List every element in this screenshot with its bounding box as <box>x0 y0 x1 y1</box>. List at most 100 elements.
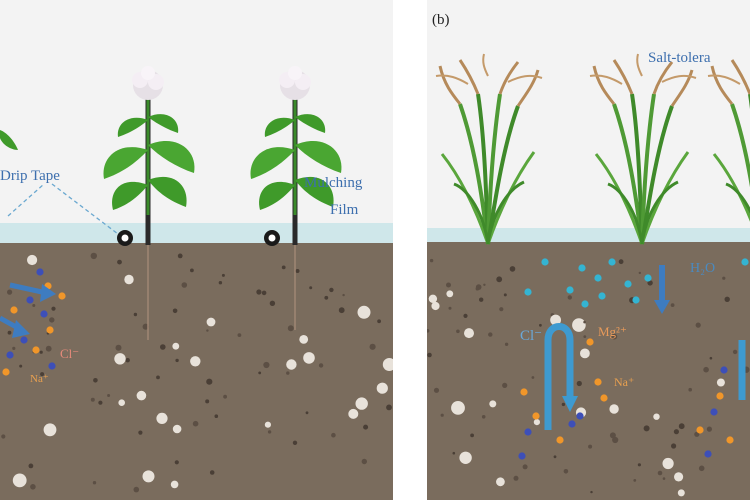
soil-particle <box>309 286 313 290</box>
soil-particle <box>647 280 653 286</box>
mulching-film-layer <box>0 223 393 245</box>
soil-particle <box>695 322 701 328</box>
soil-particle <box>363 424 369 430</box>
soil-particle <box>513 475 519 481</box>
ion-label-na: Na⁺ <box>614 375 634 389</box>
soil-particle <box>703 366 709 373</box>
ion-dot <box>568 420 576 428</box>
soil-particle <box>688 387 692 392</box>
ion-dot <box>520 388 528 396</box>
soil-particle <box>331 432 336 438</box>
soil-particle <box>92 481 97 485</box>
soil-pebble <box>172 342 180 350</box>
soil-pebble <box>653 413 660 420</box>
soil-particle <box>269 300 276 306</box>
ion-dot <box>716 392 724 400</box>
soil-particle <box>567 295 572 300</box>
soil-particle <box>386 404 392 411</box>
soil-particle <box>324 295 329 300</box>
soil-particle <box>93 378 98 383</box>
ion-dot <box>556 436 564 444</box>
ion-label-h2o: H₂O <box>690 261 715 276</box>
soil-pebble <box>609 404 619 414</box>
ion-dot <box>726 436 734 444</box>
ion-label-cl: Cl⁻ <box>60 346 79 361</box>
soil-particle <box>223 394 228 399</box>
soil-particle <box>49 317 55 323</box>
soil-pebble <box>451 401 465 415</box>
soil-particle <box>561 402 566 407</box>
soil-particle <box>261 290 267 296</box>
film-label: Film <box>330 202 359 218</box>
soil-particle <box>504 342 509 346</box>
soil-pebble <box>446 290 454 298</box>
soil-pebble <box>464 328 474 339</box>
soil-particle <box>361 458 367 465</box>
soil-particle <box>633 479 637 482</box>
soil-particle <box>156 375 160 380</box>
soil-pebble <box>286 359 297 370</box>
soil-pebble <box>303 352 315 364</box>
ion-label-na: Na⁺ <box>30 373 49 385</box>
soil-particle <box>481 415 486 419</box>
soil-particle <box>706 426 713 432</box>
soil-particle <box>30 484 36 490</box>
soil-particle <box>160 344 166 350</box>
soil-particle <box>45 345 52 352</box>
soil-pebble <box>382 358 393 371</box>
soil-particle <box>479 297 484 302</box>
ion-dot <box>58 292 66 300</box>
ion-dot <box>46 326 54 334</box>
ion-dot <box>32 346 40 354</box>
soil-particle <box>318 363 324 368</box>
soil-particle <box>522 464 528 470</box>
soil-particle <box>446 282 451 288</box>
soil-particle <box>583 335 587 338</box>
soil-particle <box>475 286 480 291</box>
soil-particle <box>138 430 143 435</box>
ion-dots-a <box>2 268 66 376</box>
soil-pebble <box>376 382 388 394</box>
soil-particle <box>7 289 13 295</box>
soil-particle <box>206 329 209 332</box>
soil-pebble <box>43 423 57 437</box>
soil-particle <box>456 329 460 334</box>
soil-particle <box>722 276 726 280</box>
mulching-label: Mulching <box>304 175 363 191</box>
soil-particle <box>657 470 663 476</box>
soil-particle <box>531 376 535 379</box>
ion-dot <box>696 426 704 434</box>
ion-dot <box>578 264 586 272</box>
soil-pebble <box>357 305 371 319</box>
soil-particle <box>612 436 619 444</box>
panel-divider <box>393 0 427 500</box>
soil-particle <box>499 307 504 312</box>
soil-pebble <box>674 472 684 482</box>
ion-dot <box>36 268 44 276</box>
soil-particle <box>142 323 149 330</box>
ion-dot <box>704 450 712 458</box>
ion-dots-b <box>518 258 749 460</box>
ion-dot <box>598 292 606 300</box>
soil-particle <box>281 265 286 270</box>
ion-dot <box>710 408 718 416</box>
soil-particle <box>673 429 680 435</box>
soil-particle <box>32 304 36 307</box>
soil-particle <box>221 273 225 277</box>
soil-pebble <box>355 397 368 410</box>
soil-particle <box>637 463 642 467</box>
soil-pebble <box>428 294 438 303</box>
soil-particle <box>463 313 468 318</box>
ion-dot <box>541 258 549 266</box>
ion-dot <box>6 351 14 359</box>
soil-particle <box>90 397 95 402</box>
soil-particle <box>292 440 298 445</box>
soil-particle <box>218 281 223 285</box>
soil-particle <box>662 477 666 480</box>
soil-particle <box>509 266 516 272</box>
soil-pebble <box>716 378 725 387</box>
soil-particle <box>267 430 272 434</box>
panel-b-water-layer <box>427 228 750 244</box>
soil-particle <box>576 380 582 387</box>
soil-particle <box>369 343 376 350</box>
